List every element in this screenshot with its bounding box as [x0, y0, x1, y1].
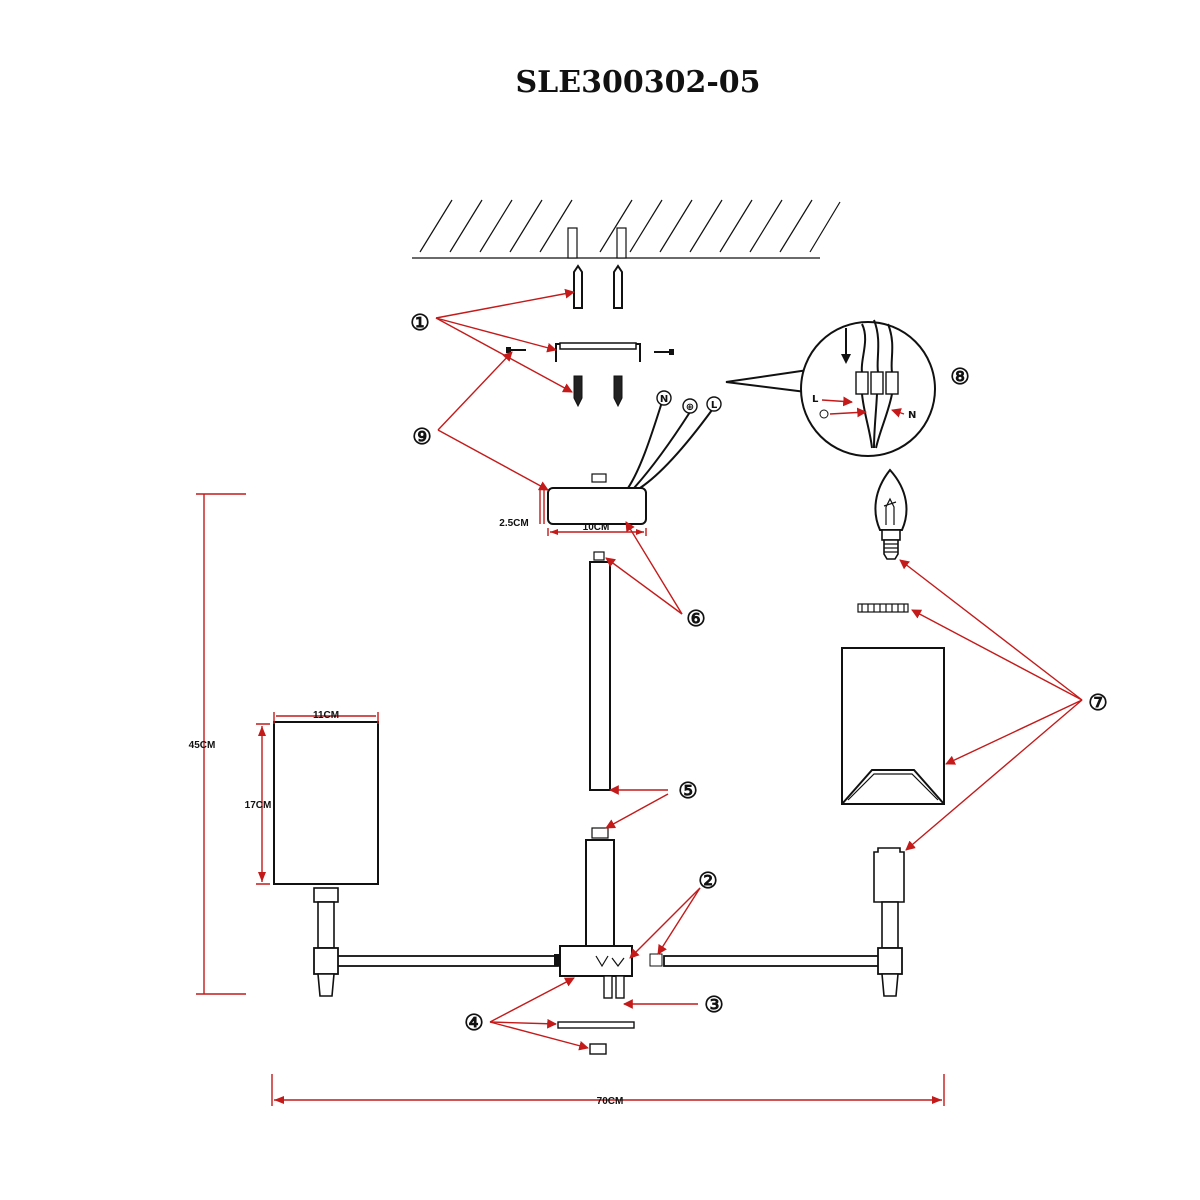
callout-9: ⑨ [412, 424, 432, 450]
mounting-bracket [555, 342, 641, 362]
detail-label-l: L [812, 394, 819, 405]
dim-canopy-width: 10CM [583, 522, 610, 533]
callout-7: ⑦ [1088, 690, 1108, 716]
leader-lines [435, 288, 1083, 1051]
wall-plugs [573, 264, 623, 309]
callout-8: ⑧ [950, 364, 970, 390]
model-title: SLE300302-05 [515, 65, 760, 100]
ceiling [412, 199, 841, 259]
dim-width: 70CM [597, 1096, 624, 1107]
locking-parts [557, 1021, 635, 1055]
supply-wires: N ⊕ L [627, 390, 722, 489]
wire-label-earth: ⊕ [686, 402, 694, 413]
chandelier-frame [329, 945, 885, 999]
callout-4: ④ [464, 1010, 484, 1036]
svg-text:⑥: ⑥ [686, 606, 706, 632]
svg-text:⑤: ⑤ [678, 778, 698, 804]
candle-bulb [874, 468, 908, 560]
shade-ring [857, 603, 909, 613]
bracket-screws [506, 347, 674, 355]
callout-3: ③ [704, 992, 724, 1018]
dim-height: 45CM [189, 740, 216, 751]
canopy [547, 473, 647, 525]
wood-screws [573, 375, 623, 408]
svg-text:④: ④ [464, 1010, 484, 1036]
wire-label-n: N [660, 394, 668, 405]
wire-label-l: L [711, 400, 718, 411]
wiring-detail: L N [725, 319, 936, 457]
svg-text:①: ① [410, 310, 430, 336]
right-lamp [873, 847, 905, 997]
detail-label-n: N [908, 410, 916, 421]
left-lamp [273, 721, 379, 997]
right-shade [841, 647, 945, 805]
dim-canopy-height: 2.5CM [499, 518, 528, 529]
svg-text:⑧: ⑧ [950, 364, 970, 390]
dim-shade-height: 17CM [245, 800, 272, 811]
svg-text:③: ③ [704, 992, 724, 1018]
callout-6: ⑥ [686, 606, 706, 632]
dim-shade-width: 11CM [313, 710, 339, 721]
svg-text:②: ② [698, 868, 718, 894]
callout-5: ⑤ [678, 778, 698, 804]
dimension-lines [196, 488, 945, 1106]
callout-1: ① [410, 310, 430, 336]
svg-text:⑦: ⑦ [1088, 690, 1108, 716]
callout-2: ② [698, 868, 718, 894]
svg-text:⑨: ⑨ [412, 424, 432, 450]
downrod [585, 551, 615, 951]
